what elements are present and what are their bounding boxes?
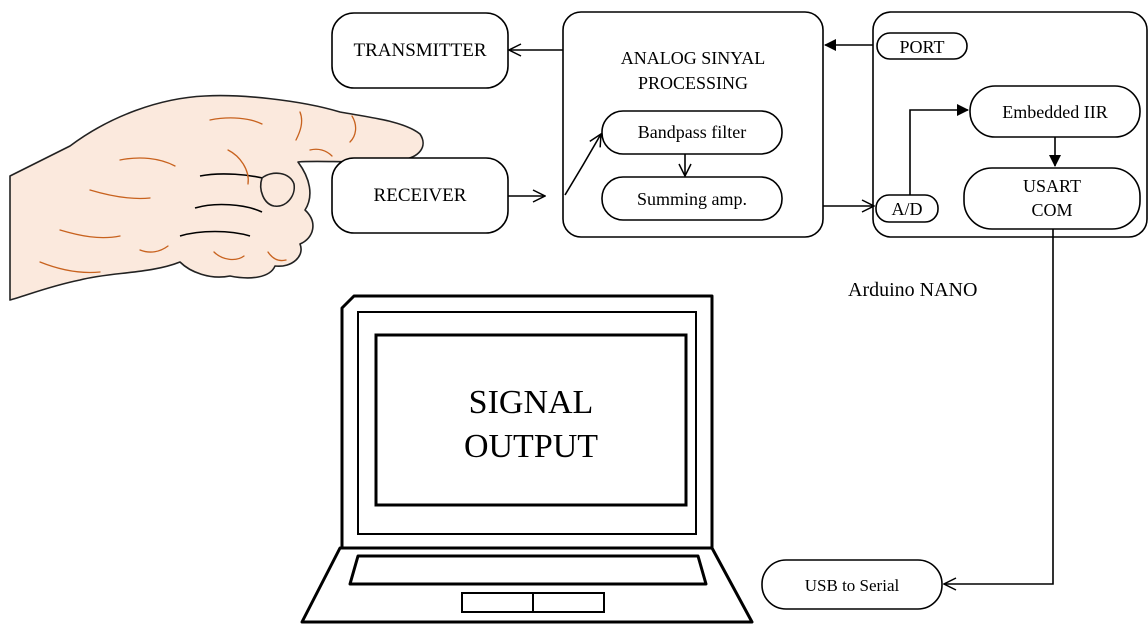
analog-processing-title-line1: ANALOG SINYAL — [621, 48, 766, 68]
arduino-nano-label: Arduino NANO — [848, 279, 977, 301]
summing-amp-block: Summing amp. — [601, 176, 783, 221]
usart-com-block: USART COM — [963, 167, 1141, 230]
ad-converter-block: A/D — [875, 194, 939, 223]
analog-processing-title-line2: PROCESSING — [638, 73, 748, 93]
port-label: PORT — [900, 37, 945, 57]
arrow-ad-to-iir — [909, 104, 969, 195]
port-block: PORT — [876, 32, 968, 60]
pointing-hand-illustration — [9, 94, 424, 301]
usart-label-line1: USART — [1023, 176, 1081, 196]
embedded-iir-label: Embedded IIR — [1002, 102, 1107, 122]
embedded-iir-block: Embedded IIR — [969, 85, 1141, 138]
screen-output-text: OUTPUT — [464, 428, 598, 465]
arrow-usart-to-usb — [944, 229, 1054, 584]
usb-to-serial-label: USB to Serial — [805, 576, 900, 595]
usart-label-line2: COM — [1031, 200, 1072, 220]
connectors — [508, 39, 1061, 584]
usb-to-serial-block: USB to Serial — [761, 559, 943, 610]
arrow-to-bandpass — [564, 134, 601, 196]
screen-signal-text: SIGNAL — [469, 384, 594, 421]
bandpass-filter-block: Bandpass filter — [601, 110, 783, 155]
bandpass-filter-label: Bandpass filter — [638, 122, 746, 142]
transmitter-label: TRANSMITTER — [354, 40, 487, 61]
receiver-block: RECEIVER — [331, 157, 509, 234]
ad-converter-label: A/D — [892, 199, 923, 219]
summing-amp-label: Summing amp. — [637, 189, 747, 209]
receiver-label: RECEIVER — [374, 185, 467, 206]
laptop-illustration — [300, 294, 754, 624]
transmitter-block: TRANSMITTER — [331, 12, 509, 89]
